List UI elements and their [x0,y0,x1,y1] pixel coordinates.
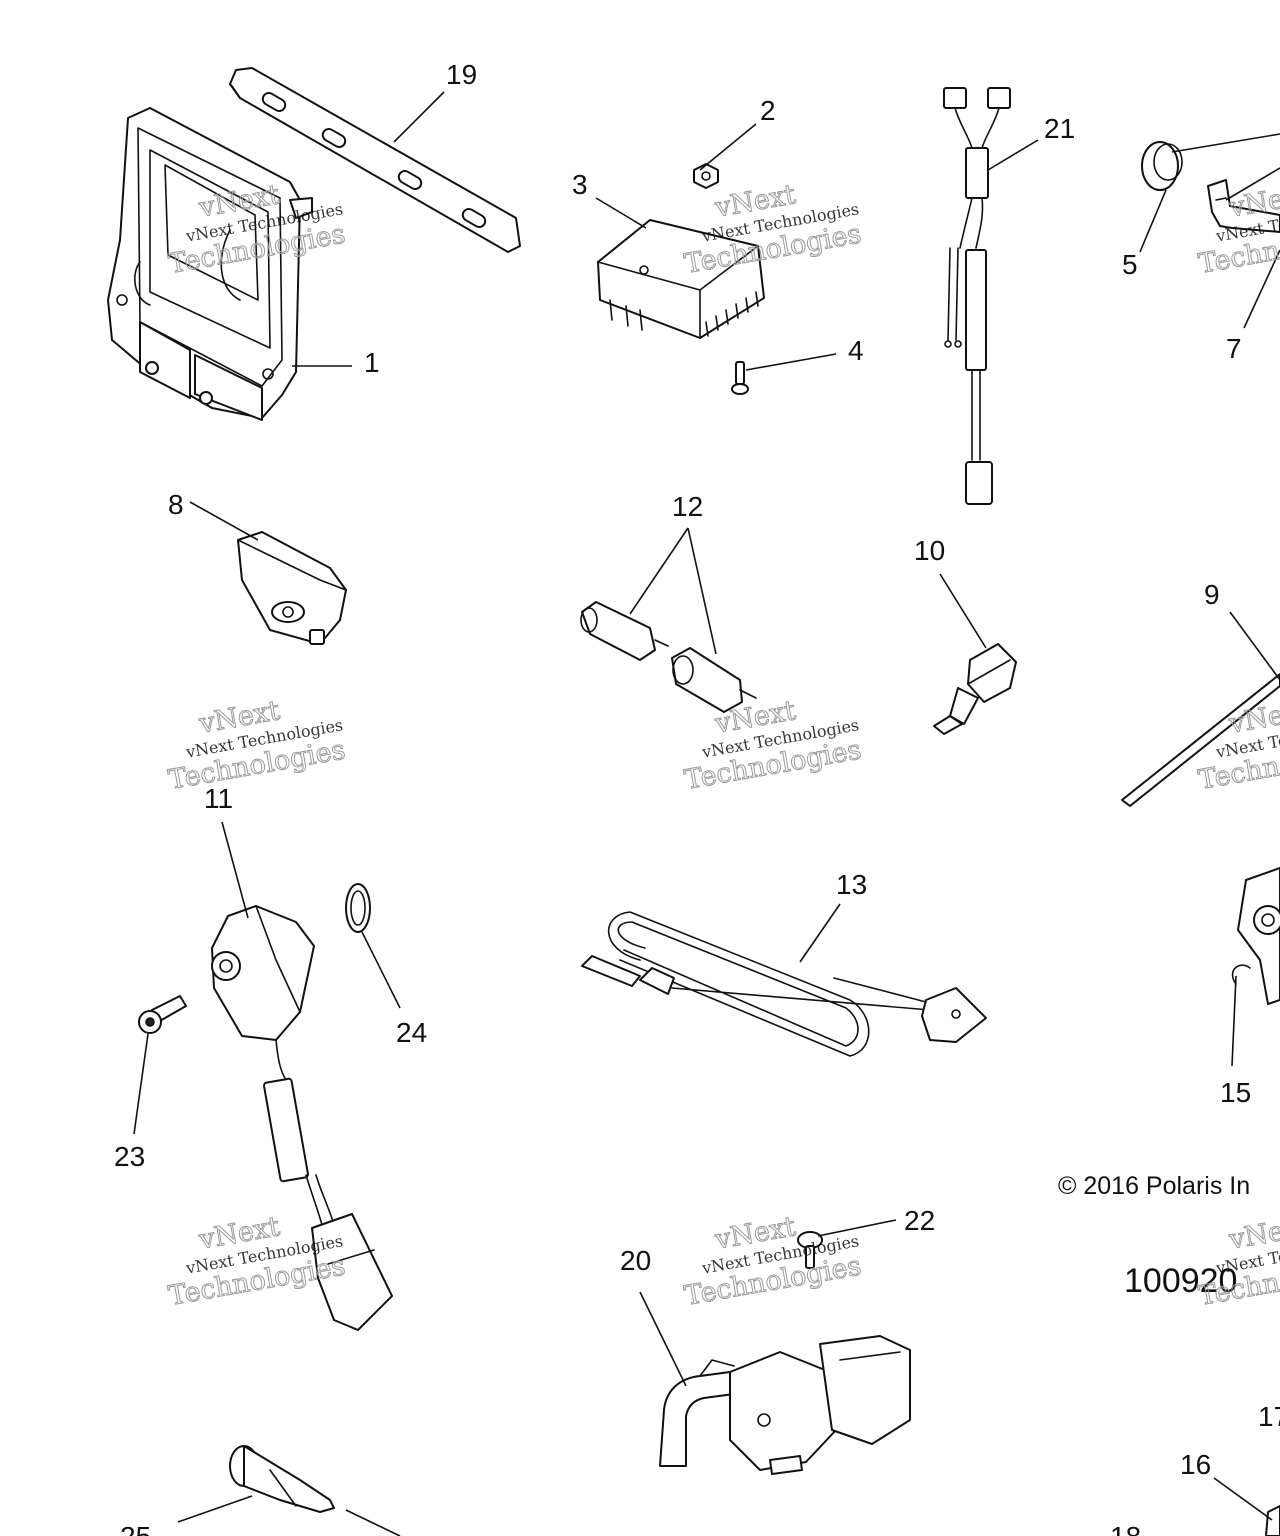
part-25-sensor [229,1445,335,1513]
part-19-bracket [229,67,521,253]
part-1-ecu [107,107,313,421]
watermark-7: vNext vNext Technologies Technologies [166,1211,348,1313]
callout-16: 16 [1180,1449,1211,1480]
callout-numbers: 1 2 3 4 5 7 8 9 10 11 12 13 15 16 17 18 … [114,59,1280,1536]
callout-22: 22 [904,1205,935,1236]
callout-17: 17 [1258,1401,1280,1432]
part-7-key [1207,179,1280,233]
callout-1: 1 [364,347,380,378]
watermark-4: vNext vNext Technologies Technologies [166,695,348,797]
watermark-5: vNext vNext Technologies Technologies [682,695,864,797]
callout-25: 25 [120,1521,151,1536]
copyright-text: © 2016 Polaris In [1058,1172,1250,1200]
callout-8: 8 [168,489,184,520]
part-10-temp-sensor [933,643,1017,735]
callout-12: 12 [672,491,703,522]
callout-24: 24 [396,1017,427,1048]
watermark-9: vNext vNext Technologies Technologies [1196,1211,1280,1313]
part-12-plugs [580,601,757,713]
leader-lines [133,91,1280,1536]
part-2-nut [693,163,719,189]
part-9-rod [1121,673,1280,807]
part-16-edge [1265,1505,1280,1536]
part-20-valve [659,1335,911,1475]
part-15-clip [1231,964,1251,985]
callout-23: 23 [114,1141,145,1172]
part-8-map-sensor [237,531,347,645]
callout-21: 21 [1044,113,1075,144]
part-11-tps [211,905,393,1331]
part-13-sensor-loop [581,911,987,1057]
part-3-regulator [597,219,765,339]
callout-18: 18 [1110,1521,1141,1536]
callout-2: 2 [760,95,776,126]
part-4-screw [731,361,749,395]
diagram-id: 100920 [1124,1262,1237,1300]
watermark-3: vNext vNext Technologies Technologies [1196,179,1280,281]
callout-4: 4 [848,335,864,366]
watermark-8: vNext vNext Technologies Technologies [682,1211,864,1313]
part-24-oring [345,883,371,933]
callout-10: 10 [914,535,945,566]
callout-19: 19 [446,59,477,90]
callout-15: 15 [1220,1077,1251,1108]
callout-3: 3 [572,169,588,200]
part-21-harness [943,87,1011,505]
callout-9: 9 [1204,579,1220,610]
part-5-cap [1141,141,1183,191]
part-23-screw [138,995,187,1034]
callout-5: 5 [1122,249,1138,280]
callout-13: 13 [836,869,867,900]
part-edge-knock-sensor [1237,867,1280,1005]
part-22-screw [797,1231,823,1269]
callout-7: 7 [1226,333,1242,364]
callout-11: 11 [204,783,233,814]
callout-20: 20 [620,1245,651,1276]
